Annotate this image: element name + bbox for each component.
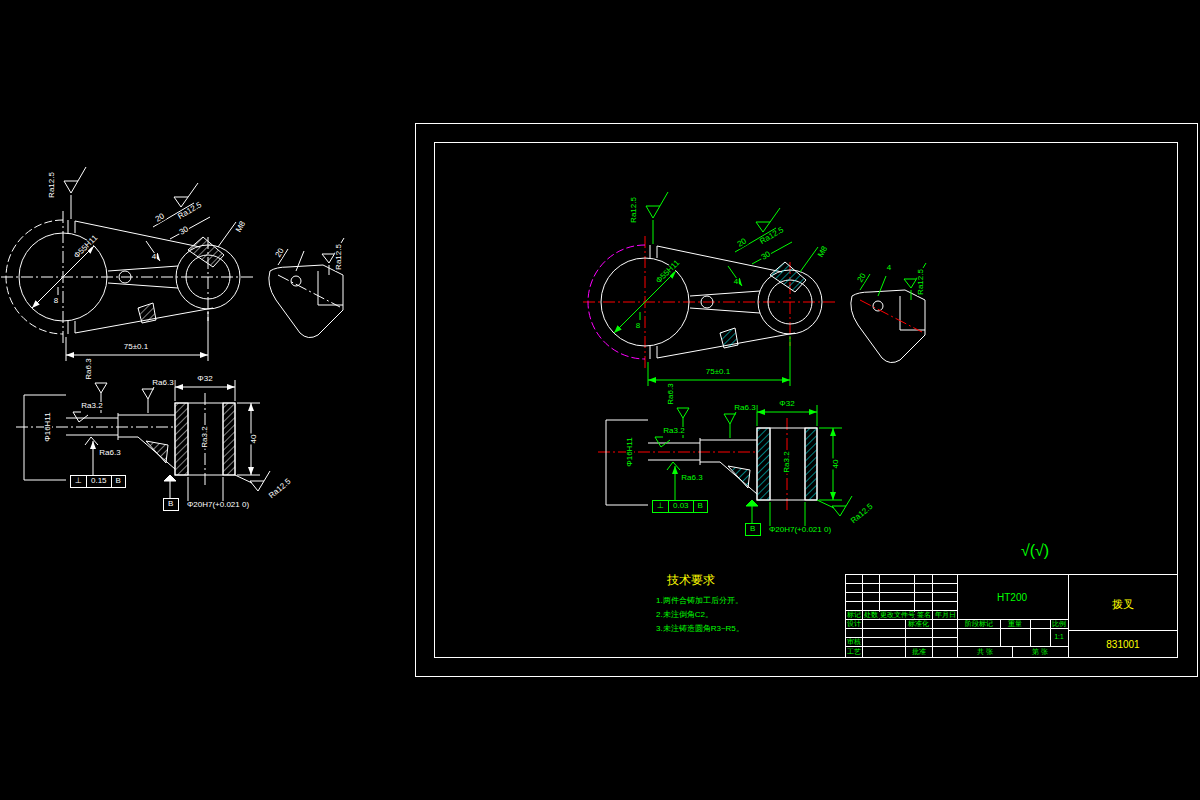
dimension-label: Φ16H11 — [626, 436, 634, 467]
roughness-label: Ra12.5 — [758, 226, 786, 247]
dimension-label: 4 — [151, 253, 157, 261]
roughness-label: Ra6.3 — [733, 404, 756, 412]
dimension-label: 30 — [759, 250, 772, 262]
title-block-cell: 更改文件号 — [879, 612, 916, 619]
roughness-label: Ra12.5 — [630, 196, 638, 224]
dimension-label: 75±0.1 — [123, 343, 149, 351]
part-name: 拨叉 — [1111, 599, 1135, 610]
dimension-label: 20 — [153, 212, 166, 224]
title-block-cell: 比例 — [1051, 621, 1067, 628]
dimension-label: Φ32 — [778, 400, 795, 408]
title-block-cell: 处数 — [863, 612, 879, 619]
dimension-label: Φ55H11 — [654, 258, 682, 286]
title-block-cell: 共 张 — [976, 649, 994, 656]
title-block-cell: 工艺 — [846, 649, 862, 656]
dimension-label: 8 — [53, 297, 59, 305]
dimension-label: Φ20H7(+0.021 0) — [186, 501, 250, 509]
roughness-label: Ra12.5 — [917, 268, 925, 296]
dimension-label: 20 — [274, 246, 286, 259]
thumbnail-views — [1, 167, 344, 506]
dimension-label: 4 — [886, 264, 892, 272]
frame-cell-text: B — [746, 524, 759, 535]
dimension-label: Φ16H11 — [44, 411, 52, 442]
roughness-label: Ra6.3 — [98, 449, 121, 457]
datum-box: B — [163, 498, 179, 511]
frame-cell-text: 0.03 — [668, 501, 693, 512]
drawing-number: 831001 — [1105, 640, 1140, 650]
roughness-label: Ra3.2 — [662, 427, 685, 435]
notes-heading: 技术要求 — [666, 574, 716, 586]
roughness-label: Ra12.5 — [267, 477, 293, 501]
roughness-label: Ra6.3 — [680, 474, 703, 482]
roughness-label: Ra12.5 — [48, 171, 56, 199]
title-block-cell: 标记 — [846, 612, 862, 619]
surface-finish-symbol: √(√) — [1020, 543, 1050, 559]
dimension-label: 40 — [250, 434, 258, 445]
dimension-label: 20 — [856, 271, 868, 284]
frame-cell-text: B — [164, 499, 177, 510]
roughness-label: Ra6.3 — [151, 379, 174, 387]
frame-cell-text: B — [111, 476, 125, 487]
dimension-label: 4 — [733, 278, 739, 286]
frame-cell-text: B — [693, 501, 707, 512]
dimension-label: Φ55H11 — [72, 233, 100, 261]
roughness-label: Ra12.5 — [176, 201, 204, 222]
dimension-label: 20 — [735, 237, 748, 249]
dimension-label: 8 — [635, 322, 641, 330]
roughness-label: Ra6.3 — [667, 382, 675, 405]
drawing-frame — [435, 143, 1178, 658]
title-block-cell: 年月日 — [934, 612, 957, 619]
title-block — [846, 575, 1178, 658]
title-block-cell: 审核 — [846, 639, 862, 646]
material-label: HT200 — [996, 593, 1028, 603]
dimension-label: 40 — [832, 459, 840, 470]
geometric-tolerance-frame: ⊥0.03B — [652, 500, 708, 513]
title-block-cell: 签名 — [916, 612, 932, 619]
dimension-label: M8 — [816, 244, 829, 259]
sheet-border — [416, 124, 1198, 677]
roughness-label: Ra12.5 — [849, 502, 875, 526]
title-block-cell: 批准 — [911, 649, 927, 656]
title-block-cell: 1:1 — [1053, 634, 1064, 641]
dimension-label: 30 — [177, 225, 190, 237]
frame-cell-text: 0.15 — [86, 476, 111, 487]
title-block-cell: 第 张 — [1031, 649, 1049, 656]
title-block-cell: 标准化 — [907, 621, 930, 628]
title-block-cell: 重量 — [1007, 621, 1023, 628]
frame-cell-text: ⊥ — [71, 476, 86, 487]
roughness-label: Ra12.5 — [335, 243, 343, 271]
technical-note: 3.未注铸造圆角R3~R5。 — [655, 625, 745, 633]
dimension-label: Φ20H7(+0.021 0) — [768, 526, 832, 534]
technical-note: 2.未注倒角C2。 — [655, 611, 714, 619]
technical-note: 1.两件合铸加工后分开。 — [655, 597, 744, 605]
datum-box: B — [745, 523, 761, 536]
dimension-label: M8 — [234, 219, 247, 234]
title-block-cell: 阶段标记 — [964, 621, 994, 628]
geometric-tolerance-frame: ⊥0.15B — [70, 475, 126, 488]
dimension-label: 75±0.1 — [705, 368, 731, 376]
roughness-label: Ra6.3 — [85, 357, 93, 380]
frame-cell-text: ⊥ — [653, 501, 668, 512]
dimension-label: Φ32 — [196, 375, 213, 383]
title-block-cell: 设计 — [846, 621, 862, 628]
roughness-label: Ra3.2 — [783, 450, 791, 473]
roughness-label: Ra3.2 — [201, 425, 209, 448]
part-views — [583, 192, 926, 531]
roughness-label: Ra3.2 — [80, 402, 103, 410]
